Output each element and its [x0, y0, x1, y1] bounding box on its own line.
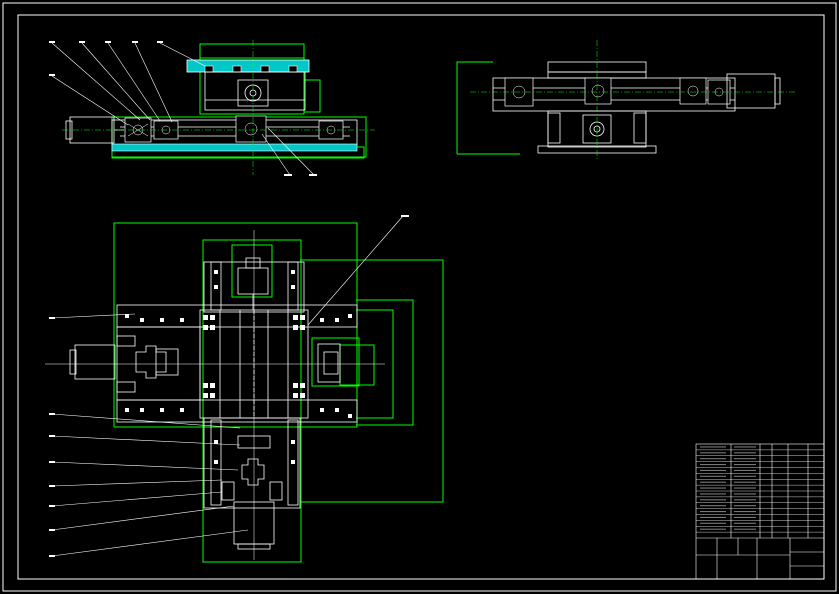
base-plate — [111, 143, 358, 152]
motor-right — [726, 73, 781, 109]
plan-view — [45, 215, 444, 563]
x-axis-motor — [69, 335, 179, 393]
side-section-view — [456, 40, 795, 160]
parts-list — [696, 446, 824, 533]
x-axis-end-support — [317, 343, 341, 383]
plan-view-leaders — [51, 215, 404, 557]
front-view-leaders — [51, 42, 315, 176]
front-section-view — [49, 40, 375, 176]
t-slot-table — [186, 59, 310, 73]
